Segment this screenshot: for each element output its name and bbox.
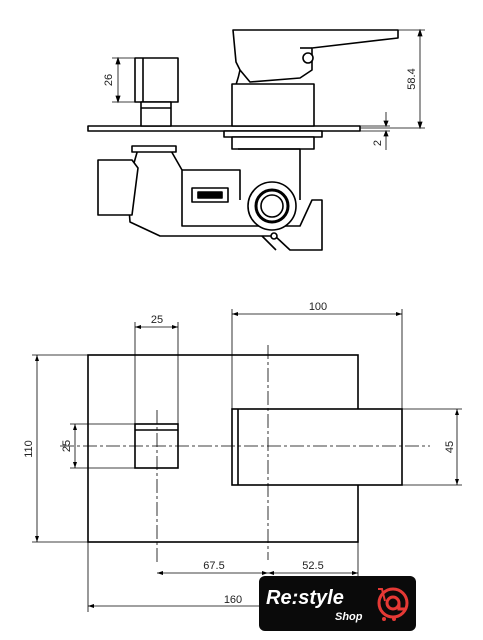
logo-brand-text: Re:style	[266, 587, 344, 609]
dim-front-total-width: 160	[224, 594, 242, 606]
front-view	[87, 354, 403, 543]
side-collar-lower	[231, 136, 315, 150]
dim-front-handle-width: 25	[151, 314, 163, 326]
dim-side-handle-height: 26	[103, 74, 115, 86]
side-lever-pin	[302, 52, 314, 64]
side-lever-handle	[232, 29, 399, 83]
dim-front-offset-left: 67.5	[203, 560, 224, 572]
side-lever-body	[231, 83, 315, 127]
front-lever	[231, 408, 403, 486]
side-diverter-neck	[140, 101, 172, 127]
side-view	[87, 29, 399, 251]
front-centerlines	[60, 345, 430, 565]
dim-front-plate-width: 100	[309, 301, 327, 313]
dim-front-lever-height: 45	[444, 441, 456, 453]
dim-side-plate-thickness: 2	[372, 140, 384, 146]
restyle-logo: Re:style Shop	[259, 576, 416, 631]
logo-sub-text: Shop	[335, 611, 363, 623]
side-nut	[131, 145, 177, 153]
dim-front-knob-height: 25	[61, 440, 73, 452]
dim-front-total-height: 110	[23, 440, 35, 458]
dim-side-total-height: 58.4	[406, 68, 418, 89]
dim-front-offset-right: 52.5	[302, 560, 323, 572]
side-outlet-pipe	[97, 159, 139, 216]
cart-at-icon	[377, 587, 409, 621]
side-diverter-knob	[134, 57, 179, 103]
side-collar	[223, 130, 323, 138]
